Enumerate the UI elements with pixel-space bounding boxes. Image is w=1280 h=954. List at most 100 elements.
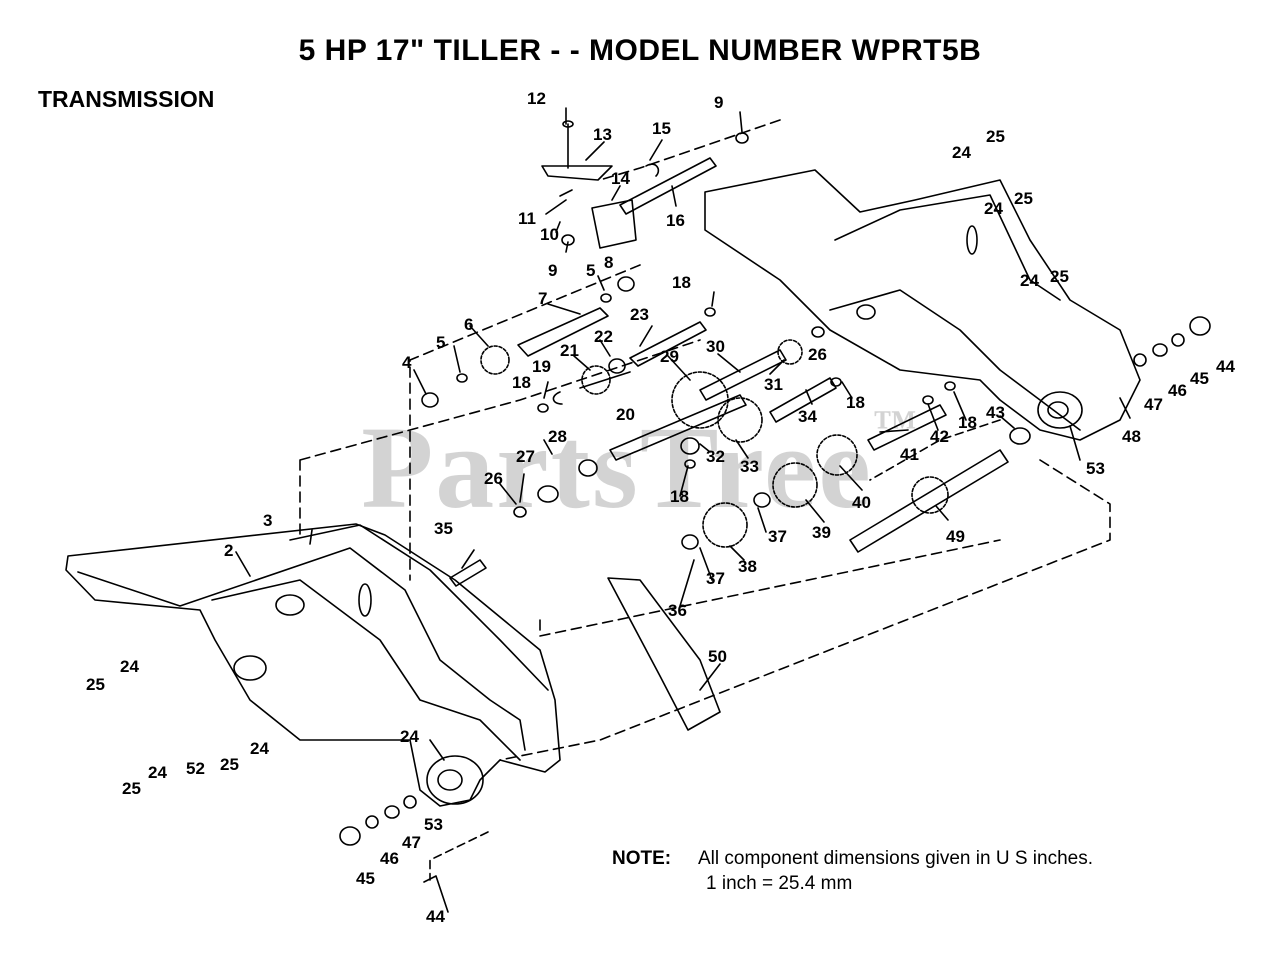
- callout-52: 52: [186, 759, 205, 778]
- part-14: [591, 199, 637, 249]
- callout-45-left: 46: [380, 849, 399, 868]
- part-46a: [1152, 343, 1168, 357]
- part-26a: [513, 506, 527, 518]
- callout-5-upper: 5: [586, 261, 595, 280]
- belt-50: [607, 577, 721, 731]
- callout-26-left: 26: [484, 469, 503, 488]
- callout-10: 10: [540, 225, 559, 244]
- callout-27: 27: [516, 447, 535, 466]
- callout-18-left: 18: [512, 373, 531, 392]
- dashed-boundary-bottom: [499, 459, 1111, 761]
- sprocket-38: [702, 502, 748, 548]
- callout-37-lower: 37: [706, 569, 725, 588]
- callout-53-right: 53: [1086, 459, 1105, 478]
- watermark-text: PartsTree: [361, 402, 873, 533]
- callout-4: 4: [402, 353, 412, 372]
- callout-3: 3: [263, 511, 272, 530]
- callout-46-left: 47: [402, 833, 421, 852]
- sprocket-29: [671, 371, 729, 429]
- part-32: [680, 437, 700, 455]
- part-22: [608, 358, 626, 374]
- callout-24-r3: 24: [1020, 271, 1039, 290]
- shaft-41: [867, 404, 947, 451]
- left-slot: [358, 583, 372, 617]
- sprocket-33: [717, 397, 763, 443]
- part-9a: [735, 132, 749, 144]
- watermark-trademark: ™: [872, 401, 919, 450]
- callout-25-r2: 25: [1014, 189, 1033, 208]
- callout-21: 21: [560, 341, 579, 360]
- callout-29: 29: [660, 347, 679, 366]
- callout-50: 50: [708, 647, 727, 666]
- part-46b: [384, 805, 400, 819]
- callout-37-upper: 37: [768, 527, 787, 546]
- callout-47-left: 53: [424, 815, 443, 834]
- callout-44-right: 44: [1216, 357, 1235, 376]
- left-hub-lower: [233, 655, 267, 681]
- part-45a: [1171, 333, 1185, 347]
- left-wheel-hub-inner: [437, 769, 463, 791]
- callout-18-right: 18: [958, 413, 977, 432]
- callout-45-right: 45: [1190, 369, 1209, 388]
- callout-36: 36: [668, 601, 687, 620]
- callout-32: 32: [706, 447, 725, 466]
- callout-26-right: 26: [808, 345, 827, 364]
- part-42: [922, 395, 934, 405]
- dashed-boundary-upper: [409, 119, 781, 581]
- callout-15: 15: [652, 119, 671, 138]
- callout-6: 6: [464, 315, 473, 334]
- sprocket-49: [911, 476, 949, 514]
- callout-25-l1: 25: [86, 675, 105, 694]
- callout-42: 42: [930, 427, 949, 446]
- callout-39: 39: [812, 523, 831, 542]
- callout-18-lower: 18: [670, 487, 689, 506]
- callout-34: 34: [798, 407, 817, 426]
- part-26b: [811, 326, 825, 338]
- gear-21: [581, 365, 611, 395]
- sprocket-39: [772, 462, 818, 508]
- note-line-2: 1 inch = 25.4 mm: [706, 873, 853, 894]
- callout-25-r1: 25: [986, 127, 1005, 146]
- callout-41: 41: [900, 445, 919, 464]
- callout-14: 14: [611, 169, 630, 188]
- callout-16: 16: [666, 211, 685, 230]
- left-housing-inner: [77, 547, 526, 751]
- right-housing-cover: [829, 289, 1081, 431]
- right-housing-outer: [704, 169, 1141, 441]
- callout-25-l2: 25: [220, 755, 239, 774]
- callout-labels: 12 9 13 15 14 11 10 16 9 5 8 7 18 6 23 5…: [86, 89, 1235, 926]
- callout-9-lower: 9: [548, 261, 557, 280]
- dashed-leader-51: [429, 831, 489, 881]
- left-housing-outer: [65, 523, 561, 807]
- callout-8: 8: [604, 253, 613, 272]
- callout-35: 35: [434, 519, 453, 538]
- leader-lines: [235, 107, 1131, 761]
- callout-24-r2: 24: [984, 199, 1003, 218]
- shaft-34: [769, 377, 837, 423]
- part-44b: [339, 826, 361, 846]
- callout-2: 2: [224, 541, 233, 560]
- callout-24-l1: 24: [120, 657, 139, 676]
- callout-9: 9: [714, 93, 723, 112]
- callout-24-l3: 24: [250, 739, 269, 758]
- callout-18-mid: 18: [846, 393, 865, 412]
- shaft-35: [449, 559, 487, 587]
- part-18c: [830, 377, 842, 387]
- part-18a: [704, 307, 716, 317]
- shaft-7: [517, 307, 609, 357]
- part-15: [645, 163, 660, 177]
- gear-31: [777, 339, 803, 365]
- callout-30: 30: [706, 337, 725, 356]
- right-hub-inner: [1047, 401, 1069, 419]
- right-housing-inner: [834, 194, 1061, 301]
- left-housing-flange: [289, 524, 549, 691]
- callout-7: 7: [538, 289, 547, 308]
- shaft-23: [629, 321, 707, 367]
- part-13: [541, 123, 613, 181]
- callout-25-l3: 25: [122, 779, 141, 798]
- callout-11: 11: [518, 209, 536, 228]
- part-5b: [600, 293, 612, 303]
- callout-38: 38: [738, 557, 757, 576]
- part-47a: [1133, 353, 1147, 367]
